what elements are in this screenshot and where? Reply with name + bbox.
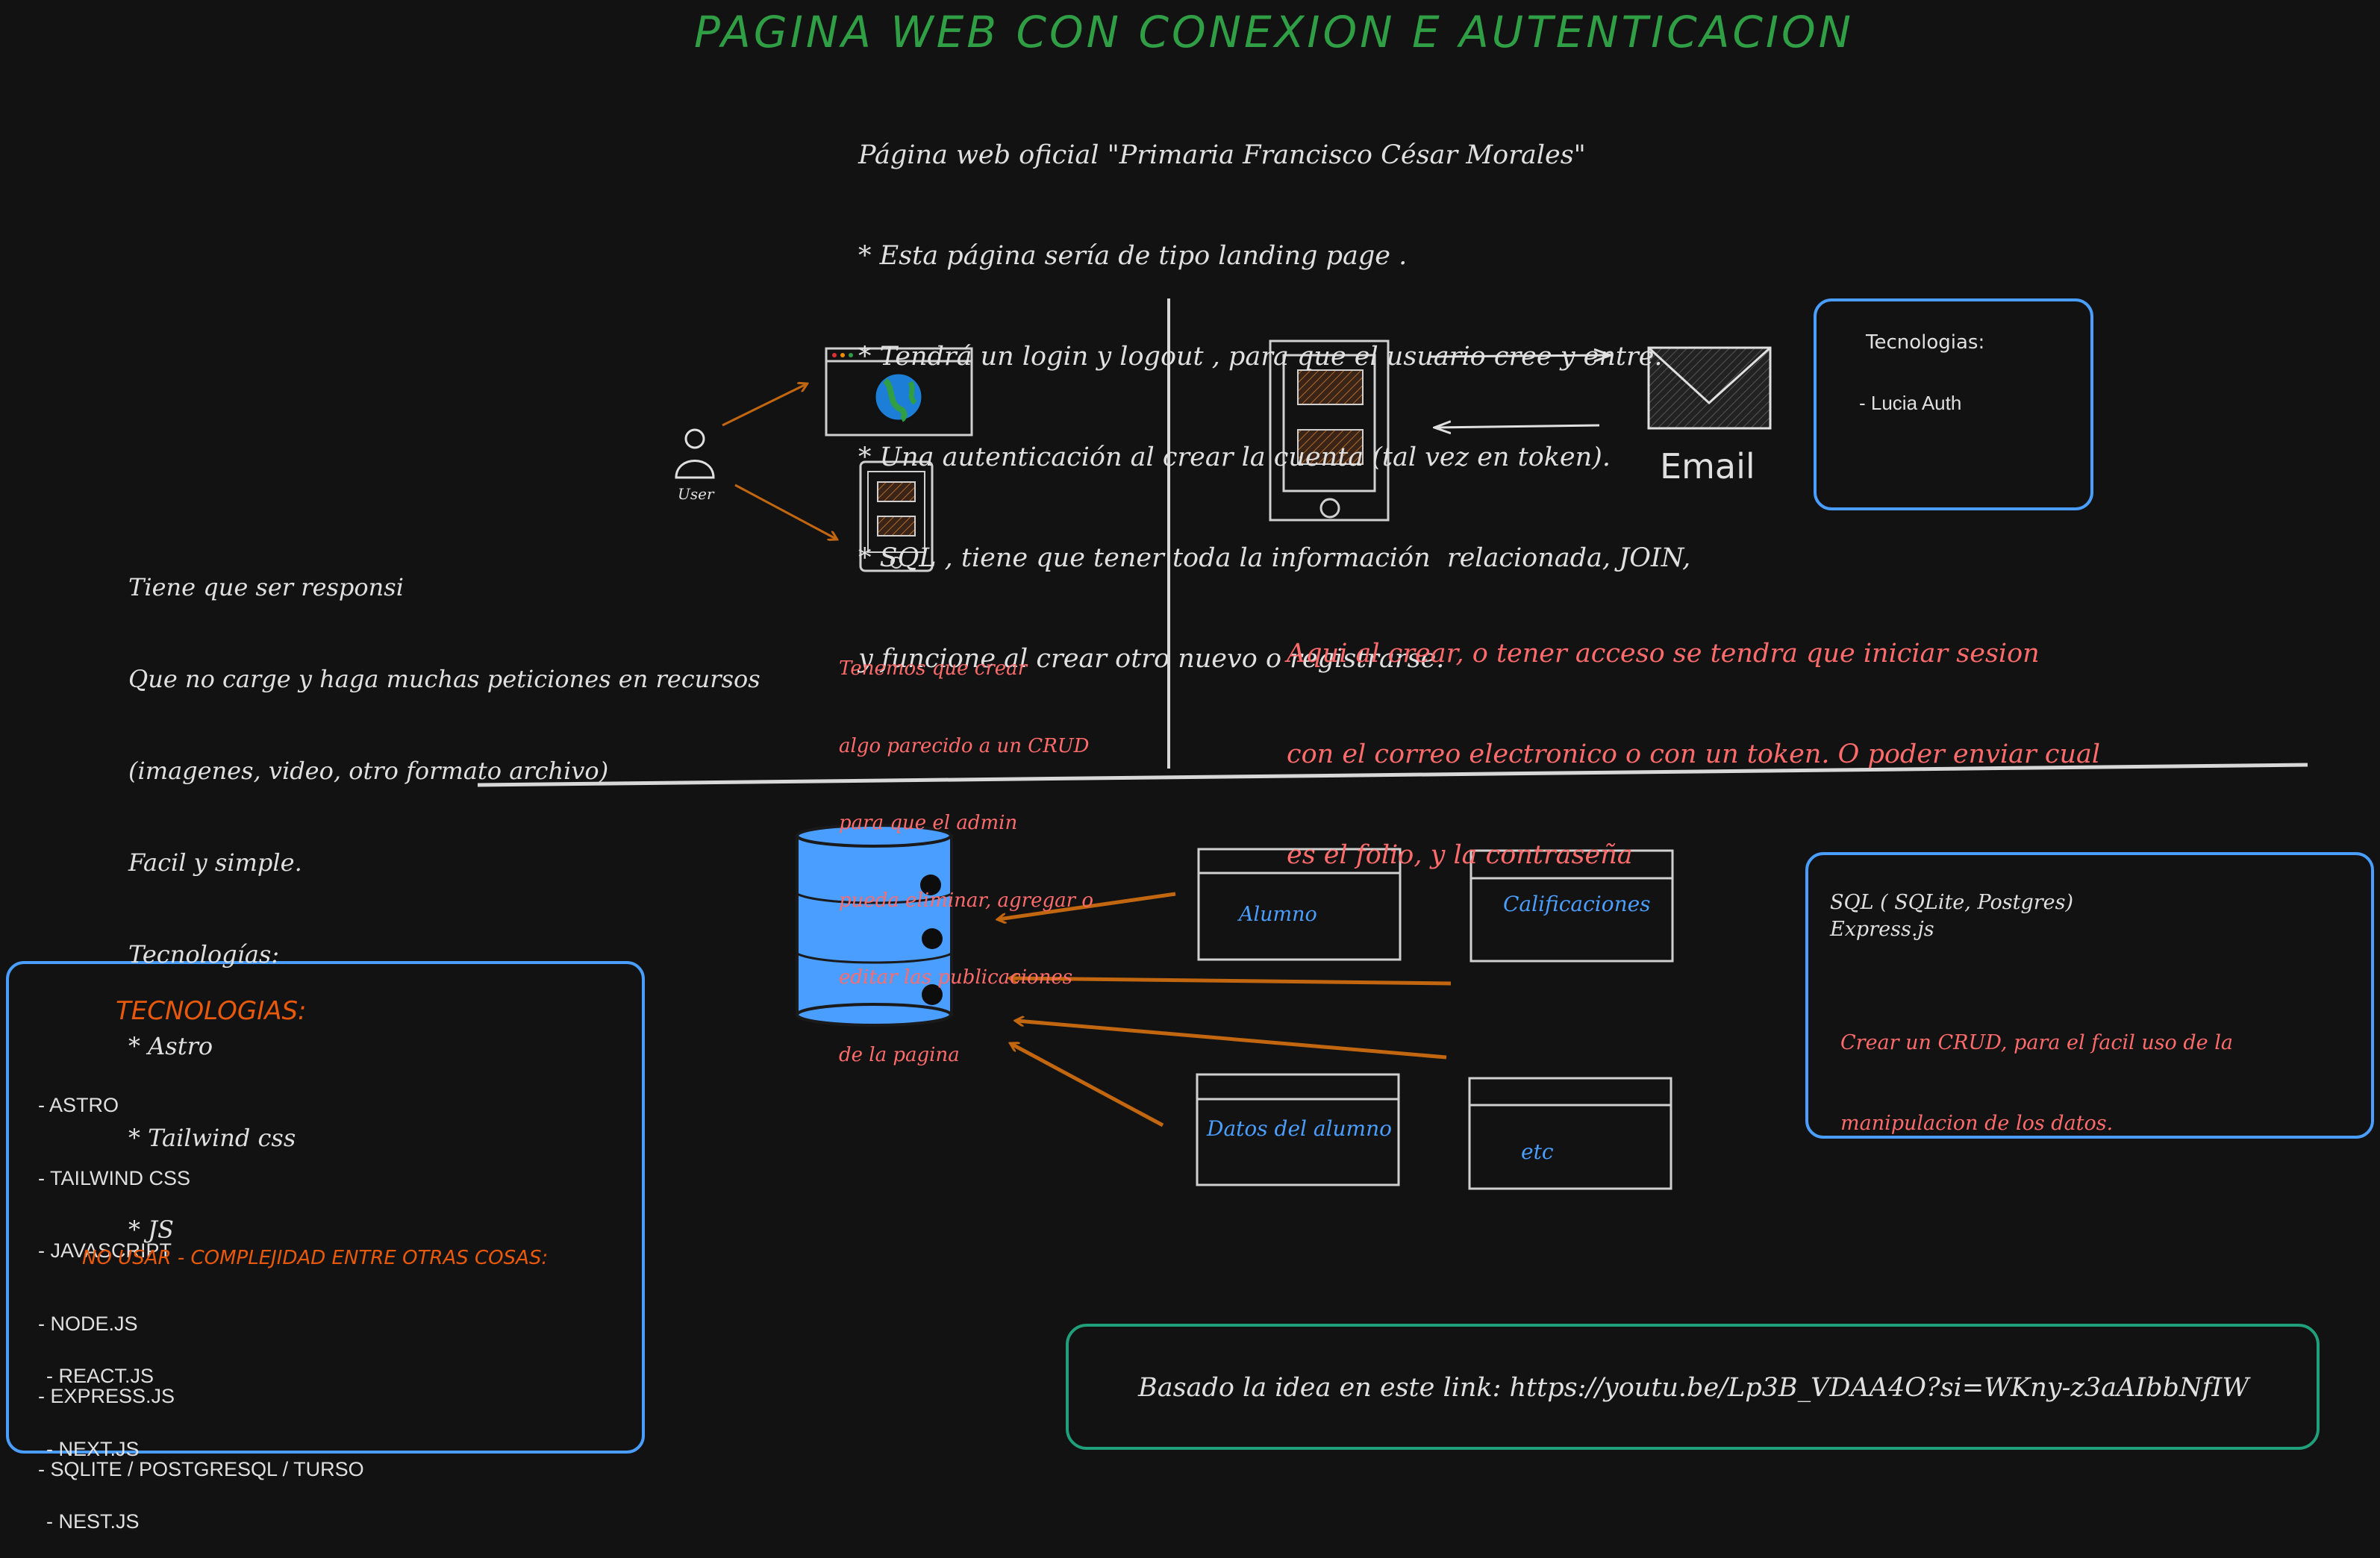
crud-note-line: editar las publicaciones <box>839 966 1073 989</box>
device-phone-icon <box>1269 340 1390 522</box>
table-etc-box <box>1468 1077 1672 1190</box>
tech-list-item: - TAILWIND CSS <box>38 1166 191 1189</box>
frontend-note-line: * Tailwind css <box>128 1124 296 1152</box>
sql-note: Crear un CRUD, para el facil uso de la m… <box>1840 976 2233 1164</box>
sql-note-line: Crear un CRUD, para el facil uso de la <box>1840 1031 2233 1054</box>
tech-list-item: - NODE.JS <box>38 1312 138 1335</box>
browser-window-icon <box>825 347 973 437</box>
intro-line: * Tendrá un login y logout , para que el… <box>858 342 1663 372</box>
avoid-list-item: - REACT.JS <box>46 1365 154 1387</box>
table-datos-label: Datos del alumno <box>1207 1116 1392 1141</box>
tech-warning: NO USAR - COMPLEJIDAD ENTRE OTRAS COSAS: <box>82 1247 549 1269</box>
crud-note-line: Tenemos que crear <box>839 657 1028 680</box>
alumno-to-db-arrow <box>999 892 1176 919</box>
diagram-canvas <box>6 298 2374 1454</box>
frontend-notes: Tiene que ser responsi Que no carge y ha… <box>128 511 760 1276</box>
frontend-note-line: Que no carge y haga muchas peticiones en… <box>128 665 760 693</box>
frontend-note-line: Facil y simple. <box>128 848 302 877</box>
tech-list-item: - ASTRO <box>38 1094 119 1116</box>
user-to-browser-arrow <box>722 384 806 427</box>
crud-note-line: pueda eliminar, agregar o <box>839 889 1093 912</box>
crud-note-line: para que el admin <box>839 812 1018 834</box>
link-box <box>1066 1324 2320 1450</box>
sql-line-2: Express.js <box>1830 918 1934 941</box>
intro-line: * SQL , tiene que tener toda la informac… <box>858 543 1691 573</box>
avoid-list-item: - NEXT.JS <box>46 1437 140 1460</box>
database-icon <box>796 824 953 1027</box>
sql-note-line: manipulacion de los datos. <box>1840 1112 2114 1135</box>
table-datos-box <box>1196 1073 1400 1186</box>
frontend-note-line: (imagenes, video, otro formato archivo) <box>128 757 609 785</box>
frontend-note-line: Tiene que ser responsi <box>128 573 404 601</box>
datos-to-db-arrow <box>1011 1044 1164 1127</box>
phone-to-email-arrow <box>1428 355 1611 357</box>
table-calificaciones-label: Calificaciones <box>1503 892 1651 916</box>
table-alumno-box <box>1197 848 1402 961</box>
tech-list-item: - JAVASCRIPT <box>38 1239 172 1262</box>
sql-box <box>1805 852 2374 1139</box>
intro-line: * Esta página sería de tipo landing page… <box>858 241 1408 271</box>
calificaciones-to-db-arrow <box>1011 978 1452 986</box>
intro-line: * Una autenticación al crear la cuenta (… <box>858 442 1611 472</box>
auth-tech-box <box>1814 298 2093 510</box>
intro-line: y funcione al crear otro nuevo o registr… <box>858 644 1445 674</box>
crud-note-line: algo parecido a un CRUD <box>839 734 1090 757</box>
avoid-list-item: - NEST.JS <box>46 1510 140 1533</box>
table-alumno-label: Alumno <box>1239 903 1317 926</box>
intro-text: Página web oficial "Primaria Francisco C… <box>858 72 1690 710</box>
email-to-phone-arrow <box>1434 425 1600 428</box>
user-icon <box>675 428 715 479</box>
auth-note-line: es el folio, y la contraseña <box>1287 840 1633 870</box>
user-to-phone-arrow <box>734 484 836 539</box>
frontend-note-line: Tecnologías: <box>128 940 280 969</box>
email-label: Email <box>1660 446 1755 487</box>
reference-link[interactable]: Basado la idea en este link: https://you… <box>1138 1373 2249 1403</box>
frontend-note-line: * JS <box>128 1216 174 1244</box>
etc-to-db-arrow <box>1016 1021 1447 1060</box>
intro-line: Página web oficial "Primaria Francisco C… <box>858 140 1586 170</box>
diagram-title: PAGINA WEB CON CONEXION E AUTENTICACION <box>694 7 1855 57</box>
crud-note: Tenemos que crear algo parecido a un CRU… <box>839 604 1093 1094</box>
envelope-icon <box>1647 346 1772 430</box>
tech-box <box>6 961 645 1454</box>
phone-icon <box>859 460 934 572</box>
auth-tech-title: Tecnologias: <box>1866 331 1985 354</box>
avoid-list: - REACT.JS - NEXT.JS - NEST.JS <box>46 1315 154 1558</box>
user-label: User <box>678 485 714 503</box>
table-etc-label: etc <box>1521 1139 1554 1164</box>
horizontal-divider <box>477 763 2308 787</box>
auth-tech-item: - Lucia Auth <box>1859 392 1962 414</box>
auth-note-line: con el correo electronico o con un token… <box>1287 739 2101 769</box>
auth-note-line: Aqui al crear, o tener acceso se tendra … <box>1287 639 2040 669</box>
table-calificaciones-box <box>1469 849 1674 963</box>
tech-box-title: TECNOLOGIAS: <box>116 996 307 1026</box>
sql-line-1: SQL ( SQLite, Postgres) <box>1830 891 2074 914</box>
frontend-note-line: * Astro <box>128 1032 213 1060</box>
tech-list-item: - EXPRESS.JS <box>38 1385 175 1407</box>
auth-note: Aqui al crear, o tener acceso se tendra … <box>1287 570 2100 906</box>
crud-note-line: de la pagina <box>839 1043 960 1066</box>
